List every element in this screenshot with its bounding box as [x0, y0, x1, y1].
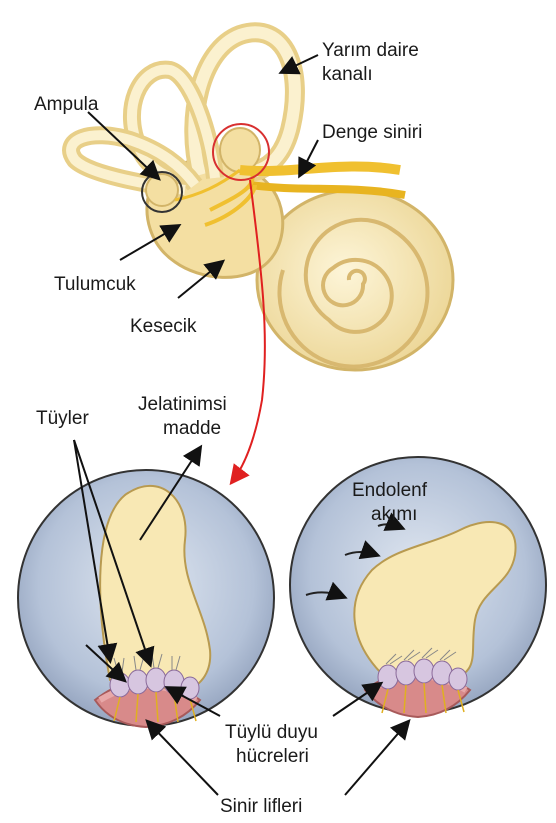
label-jelatinimsi-2: madde: [163, 418, 221, 439]
label-tuylu-duyu-1: Tüylü duyu: [225, 722, 318, 743]
label-yarim-daire-2: kanalı: [322, 64, 373, 85]
ampulla-detail-rest: [18, 470, 274, 727]
label-yarim-daire-1: Yarım daire: [322, 40, 419, 61]
cochlea: [257, 190, 453, 370]
label-endolenf-2: akımı: [371, 504, 417, 525]
label-endolenf-1: Endolenf: [352, 480, 428, 501]
label-tuylu-duyu-2: hücreleri: [236, 746, 309, 767]
label-ampula: Ampula: [34, 94, 99, 115]
label-kesecik: Kesecik: [130, 316, 197, 337]
label-sinir-lifleri: Sinir lifleri: [220, 796, 302, 817]
label-tulumcuk: Tulumcuk: [54, 274, 136, 295]
labyrinth: [71, 32, 453, 370]
label-tuyler: Tüyler: [36, 408, 89, 429]
label-jelatinimsi-1: Jelatinimsi: [138, 394, 227, 415]
label-denge-siniri: Denge siniri: [322, 122, 422, 143]
